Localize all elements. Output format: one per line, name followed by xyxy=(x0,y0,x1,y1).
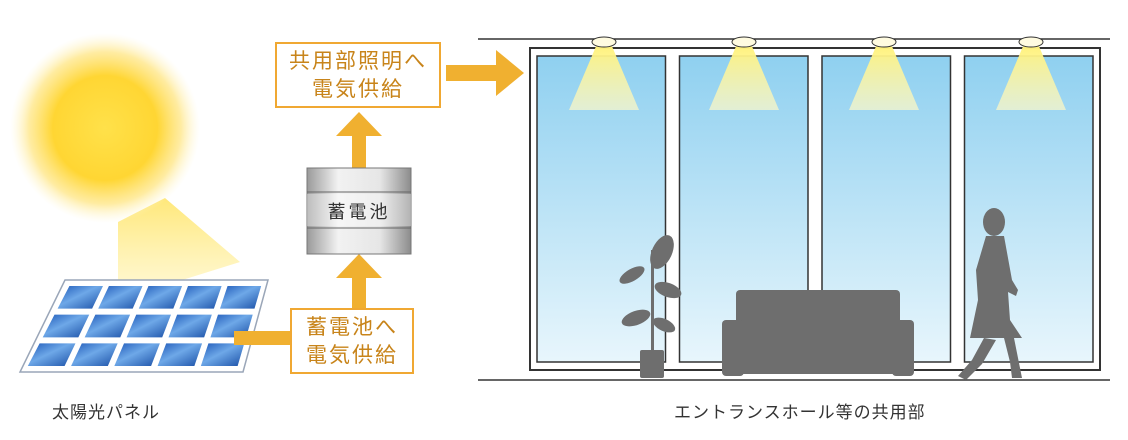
solar-panel-icon xyxy=(18,279,269,373)
solar-cell xyxy=(179,286,222,309)
ceiling-light-icon xyxy=(871,36,897,48)
battery-label: 蓄電池 xyxy=(327,202,391,223)
supply-battery-box: 蓄電池へ 電気供給 xyxy=(290,308,414,374)
light-cone xyxy=(849,44,919,110)
entrance-hall-caption: エントランスホール等の共用部 xyxy=(674,403,926,423)
ceiling-light-icon xyxy=(1018,36,1044,48)
ceiling-lights xyxy=(569,36,1066,110)
sun-beam xyxy=(118,198,240,300)
supply-battery-line1: 蓄電池へ xyxy=(306,315,398,339)
supply-battery-line2: 電気供給 xyxy=(306,343,398,367)
solar-cells xyxy=(27,286,262,366)
ceiling-light-icon xyxy=(731,36,757,48)
solar-cell xyxy=(219,286,262,309)
right-arrow-to-hall xyxy=(446,50,524,96)
solar-cell xyxy=(168,314,212,338)
solar-cell xyxy=(200,343,245,366)
supply-common-line1: 共用部照明へ xyxy=(289,49,427,73)
solar-cell xyxy=(84,314,131,338)
sun-icon xyxy=(10,33,240,300)
solar-panel-caption: 太陽光パネル xyxy=(52,403,160,423)
solar-cell xyxy=(98,286,143,309)
supply-common-area-box: 共用部照明へ 電気供給 xyxy=(275,42,441,108)
solar-cell xyxy=(57,286,104,309)
solar-cell xyxy=(42,314,90,338)
solar-cell xyxy=(138,286,183,309)
solar-cell xyxy=(27,343,76,366)
solar-cell xyxy=(126,314,171,338)
solar-cell xyxy=(157,343,203,366)
walking-person-icon xyxy=(958,208,1022,380)
up-arrow-to-common xyxy=(336,112,382,168)
supply-common-line2: 電気供給 xyxy=(312,77,404,101)
solar-cell xyxy=(71,343,118,366)
potted-plant-icon xyxy=(619,235,682,378)
up-arrow-to-battery xyxy=(336,254,382,312)
solar-cell xyxy=(114,343,160,366)
light-cone xyxy=(569,44,639,110)
light-cone xyxy=(996,44,1066,110)
sofa-icon xyxy=(722,290,914,376)
battery-icon xyxy=(306,167,412,255)
ceiling-light-icon xyxy=(591,36,617,48)
light-cone xyxy=(709,44,779,110)
panel-connector-arrow xyxy=(234,331,292,345)
